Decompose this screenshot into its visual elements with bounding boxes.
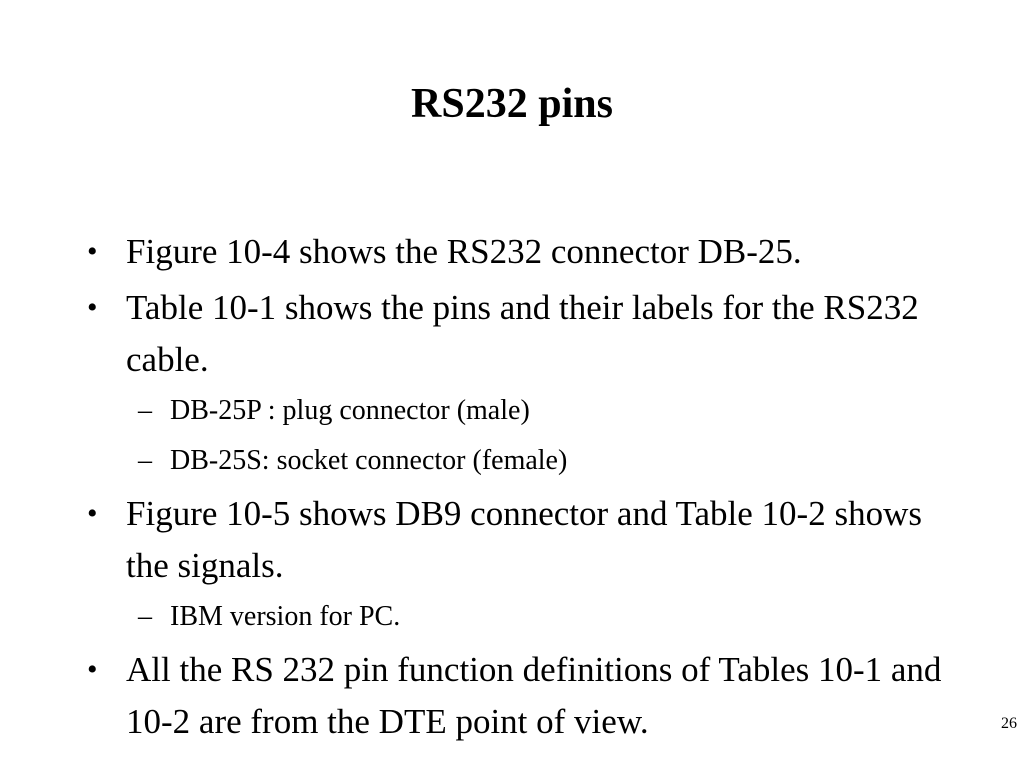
bullet-item: • Table 10-1 shows the pins and their la…: [84, 282, 954, 386]
sub-bullet-text: DB-25P : plug connector (male): [170, 395, 530, 426]
bullet-item: • Figure 10-5 shows DB9 connector and Ta…: [84, 488, 954, 592]
bullet-marker: •: [87, 497, 98, 530]
sub-bullet-text: DB-25S: socket connector (female): [170, 445, 568, 476]
bullet-text: Table 10-1 shows the pins and their labe…: [126, 288, 919, 379]
sub-bullet-item: – IBM version for PC.: [84, 592, 954, 642]
bullet-list: • Figure 10-4 shows the RS232 connector …: [84, 226, 954, 748]
bullet-item: • Figure 10-4 shows the RS232 connector …: [84, 226, 954, 278]
sub-bullet-item: – DB-25P : plug connector (male): [84, 386, 954, 436]
bullet-item: • All the RS 232 pin function definition…: [84, 644, 954, 748]
bullet-marker: •: [87, 653, 98, 686]
slide-title: RS232 pins: [411, 81, 613, 127]
bullet-marker: •: [87, 235, 98, 268]
sub-bullet-marker: –: [138, 601, 152, 632]
sub-bullet-marker: –: [138, 445, 152, 476]
bullet-marker: •: [87, 291, 98, 324]
sub-bullet-item: – DB-25S: socket connector (female): [84, 436, 954, 486]
bullet-text: All the RS 232 pin function definitions …: [126, 650, 942, 741]
sub-bullet-marker: –: [138, 395, 152, 426]
bullet-text: Figure 10-4 shows the RS232 connector DB…: [126, 232, 802, 271]
page-number: 26: [1001, 715, 1017, 732]
sub-bullet-text: IBM version for PC.: [170, 601, 401, 632]
bullet-text: Figure 10-5 shows DB9 connector and Tabl…: [126, 494, 922, 585]
